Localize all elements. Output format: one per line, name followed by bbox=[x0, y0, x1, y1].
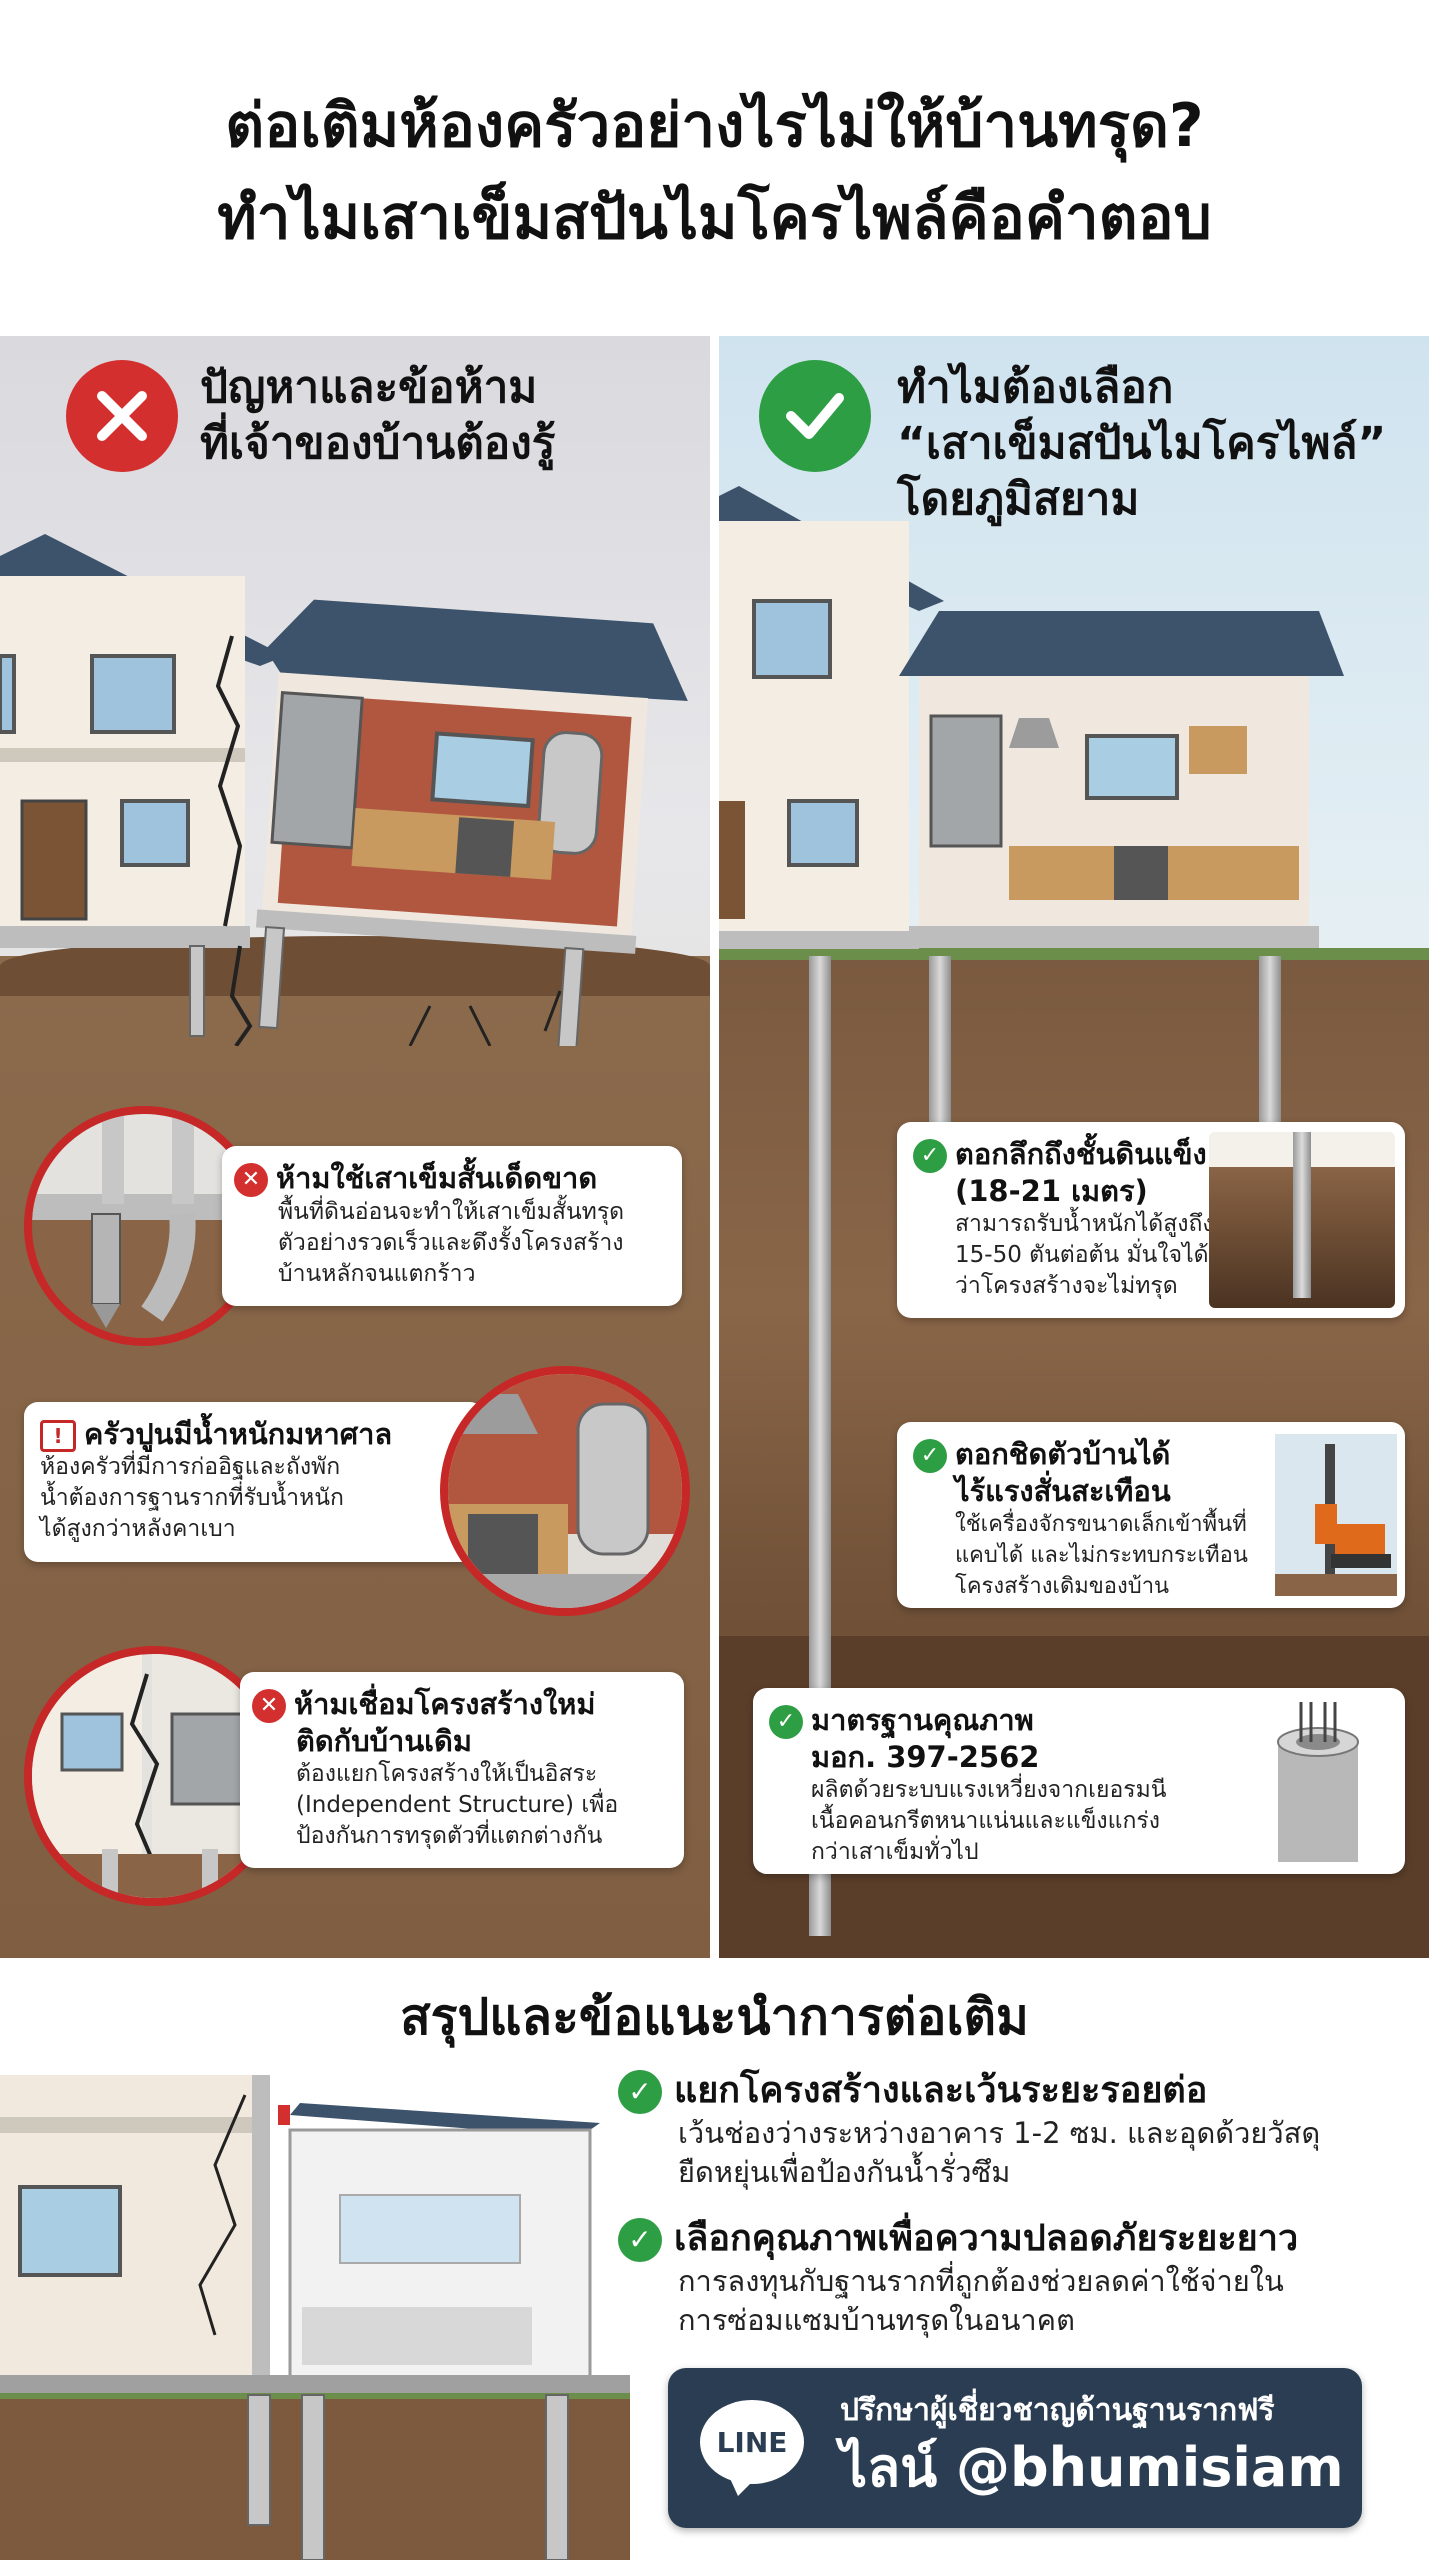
card-deep-pile-title-2: (18-21 เมตร) bbox=[955, 1174, 1148, 1208]
card-heavy-kitchen-text-1: ห้องครัวที่มีการก่ออิฐและถังพัก bbox=[40, 1454, 341, 1480]
line-icon: LINE bbox=[698, 2398, 806, 2496]
pile-driver-machine-icon bbox=[1275, 1434, 1397, 1596]
warning-icon: ! bbox=[40, 1420, 76, 1452]
main-title-line1: ต่อเติมห้องครัวอย่างไรไม่ให้บ้านทรุด? bbox=[225, 91, 1204, 161]
spun-pile-cross-section-icon bbox=[1277, 1702, 1359, 1862]
solution-panel: ✓ตอกลึกถึงชั้นดินแข็ง (18-21 เมตร) สามาร… bbox=[719, 336, 1429, 1958]
grass-line bbox=[719, 948, 1429, 960]
tip-quality: ✓ เลือกคุณภาพเพื่อความปลอดภัยระยะยาว การล… bbox=[618, 2216, 1418, 2340]
card-no-connect: ✕ห้ามเชื่อมโครงสร้างใหม่ ติดกับบ้านเดิม … bbox=[240, 1672, 684, 1868]
card-short-pile-text-2: ตัวอย่างรวดเร็วและดึงรั้งโครงสร้าง bbox=[278, 1230, 624, 1256]
card-heavy-kitchen-text-2: น้ำต้องการฐานรากที่รับน้ำหนัก bbox=[40, 1485, 344, 1511]
card-heavy-kitchen-text-3: ได้สูงกว่าหลังคาเบา bbox=[40, 1516, 236, 1542]
tip-separate-text-2: ยืดหยุ่นเพื่อป้องกันน้ำรั่วซึม bbox=[678, 2155, 1011, 2189]
card-quality-text-3: กว่าเสาเข็มทั่วไป bbox=[811, 1839, 979, 1865]
card-quality-standard: ✓มาตรฐานคุณภาพ มอก. 397-2562 ผลิตด้วยระบ… bbox=[753, 1688, 1405, 1874]
supported-kitchen-illustration bbox=[719, 486, 1344, 949]
check-icon: ✓ bbox=[769, 1705, 803, 1739]
card-deep-pile-text-1: สามารถรับน้ำหนักได้สูงถึง bbox=[955, 1211, 1214, 1237]
card-no-vibration-text-2: แคบได้ และไม่กระทบกระเทือน bbox=[955, 1543, 1248, 1568]
card-deep-pile-text-2: 15-50 ตันต่อต้น มั่นใจได้ bbox=[955, 1242, 1209, 1268]
check-icon: ✓ bbox=[913, 1439, 947, 1473]
check-badge-icon bbox=[759, 360, 871, 472]
cta-line-id: ไลน์ @bhumisiam bbox=[840, 2436, 1344, 2499]
card-no-vibration-title-2: ไร้แรงสั่นสะเทือน bbox=[955, 1474, 1171, 1508]
summary-title: สรุปและข้อแนะนำการต่อเติม bbox=[400, 1988, 1029, 2046]
tip-quality-text-2: การซ่อมแซมบ้านทรุดในอนาคต bbox=[678, 2303, 1075, 2337]
solution-heading-line1: ทำไมต้องเลือก bbox=[897, 362, 1174, 413]
sinking-kitchen-illustration bbox=[0, 534, 688, 1046]
solution-heading-line3: โดยภูมิสยาม bbox=[897, 474, 1140, 525]
card-quality-title-1: มาตรฐานคุณภาพ bbox=[811, 1703, 1034, 1737]
expansion-joint-illustration bbox=[0, 2075, 630, 2560]
solution-heading-line2: “เสาเข็มสปันไมโครไพล์” bbox=[897, 418, 1387, 469]
close-icon: ✕ bbox=[252, 1689, 286, 1723]
card-heavy-kitchen-title: ครัวปูนมีน้ำหนักมหาศาล bbox=[84, 1417, 393, 1451]
card-short-pile-text-3: บ้านหลักจนแตกร้าว bbox=[278, 1261, 476, 1287]
card-no-connect-text-1: ต้องแยกโครงสร้างให้เป็นอิสระ bbox=[296, 1761, 598, 1787]
card-quality-text-1: ผลิตด้วยระบบแรงเหวี่ยงจากเยอรมนี bbox=[811, 1777, 1167, 1803]
tip-quality-text-1: การลงทุนกับฐานรากที่ถูกต้องช่วยลดค่าใช้จ… bbox=[678, 2264, 1284, 2298]
micropile-right bbox=[1259, 956, 1281, 1126]
line-contact-button[interactable]: LINE ปรึกษาผู้เชี่ยวชาญด้านฐานรากฟรี ไลน… bbox=[668, 2368, 1362, 2528]
cross-badge-icon bbox=[66, 360, 178, 472]
solution-heading: ทำไมต้องเลือก “เสาเข็มสปันไมโครไพล์” โดย… bbox=[897, 360, 1386, 528]
check-icon: ✓ bbox=[618, 2070, 662, 2114]
card-no-connect-title-1: ห้ามเชื่อมโครงสร้างใหม่ bbox=[294, 1687, 596, 1721]
card-quality-text-2: เนื้อคอนกรีตหนาแน่นและแข็งแกร่ง bbox=[811, 1808, 1160, 1834]
card-no-connect-text-2: (Independent Structure) เพื่อ bbox=[296, 1792, 619, 1818]
card-deep-pile-text-3: ว่าโครงสร้างจะไม่ทรุด bbox=[955, 1273, 1178, 1299]
card-short-pile-title: ห้ามใช้เสาเข็มสั้นเด็ดขาด bbox=[276, 1161, 598, 1195]
micropile-middle bbox=[929, 956, 951, 1126]
tip-separate-title: แยกโครงสร้างและเว้นระยะรอยต่อ bbox=[674, 2070, 1208, 2111]
problems-heading-line1: ปัญหาและข้อห้าม bbox=[200, 362, 538, 413]
card-heavy-kitchen: !ครัวปูนมีน้ำหนักมหาศาล ห้องครัวที่มีการ… bbox=[24, 1402, 484, 1562]
problems-heading-line2: ที่เจ้าของบ้านต้องรู้ bbox=[200, 418, 556, 469]
problems-heading: ปัญหาและข้อห้าม ที่เจ้าของบ้านต้องรู้ bbox=[200, 360, 555, 472]
card-no-vibration-title-1: ตอกชิดตัวบ้านได้ bbox=[955, 1437, 1171, 1471]
card-no-connect-title-2: ติดกับบ้านเดิม bbox=[296, 1724, 473, 1758]
card-no-connect-text-3: ป้องกันการทรุดตัวที่แตกต่างกัน bbox=[296, 1823, 603, 1849]
tip-separate-text-1: เว้นช่องว่างระหว่างอาคาร 1-2 ซม. และอุดด… bbox=[678, 2116, 1321, 2150]
close-icon: ✕ bbox=[234, 1163, 268, 1197]
card-no-vibration-text-1: ใช้เครื่องจักรขนาดเล็กเข้าพื้นที่ bbox=[955, 1512, 1247, 1537]
card-short-pile-text-1: พื้นที่ดินอ่อนจะทำให้เสาเข็มสั้นทรุด bbox=[278, 1199, 625, 1225]
card-deep-pile: ✓ตอกลึกถึงชั้นดินแข็ง (18-21 เมตร) สามาร… bbox=[897, 1122, 1405, 1318]
card-no-vibration: ✓ตอกชิดตัวบ้านได้ ไร้แรงสั่นสะเทือน ใช้เ… bbox=[897, 1422, 1405, 1608]
tip-separate-structure: ✓ แยกโครงสร้างและเว้นระยะรอยต่อ เว้นช่องว… bbox=[618, 2068, 1418, 2192]
card-quality-title-2: มอก. 397-2562 bbox=[811, 1740, 1040, 1774]
problems-panel: ✕ห้ามใช้เสาเข็มสั้นเด็ดขาด พื้นที่ดินอ่อ… bbox=[0, 336, 710, 1958]
check-icon: ✓ bbox=[618, 2218, 662, 2262]
check-icon: ✓ bbox=[913, 1139, 947, 1173]
tip-quality-title: เลือกคุณภาพเพื่อความปลอดภัยระยะยาว bbox=[674, 2218, 1299, 2259]
main-title: ต่อเติมห้องครัวอย่างไรไม่ให้บ้านทรุด? ทำ… bbox=[0, 80, 1429, 264]
cta-subtitle: ปรึกษาผู้เชี่ยวชาญด้านฐานรากฟรี bbox=[840, 2393, 1275, 2428]
card-no-vibration-text-3: โครงสร้างเดิมของบ้าน bbox=[955, 1574, 1170, 1599]
main-title-line2: ทำไมเสาเข็มสปันไมโครไพล์คือคำตอบ bbox=[217, 183, 1212, 253]
heavy-kitchen-illustration bbox=[440, 1366, 690, 1616]
card-short-pile: ✕ห้ามใช้เสาเข็มสั้นเด็ดขาด พื้นที่ดินอ่อ… bbox=[222, 1146, 682, 1306]
card-deep-pile-title-1: ตอกลึกถึงชั้นดินแข็ง bbox=[955, 1137, 1207, 1171]
deep-pile-thumbnail bbox=[1209, 1132, 1395, 1308]
